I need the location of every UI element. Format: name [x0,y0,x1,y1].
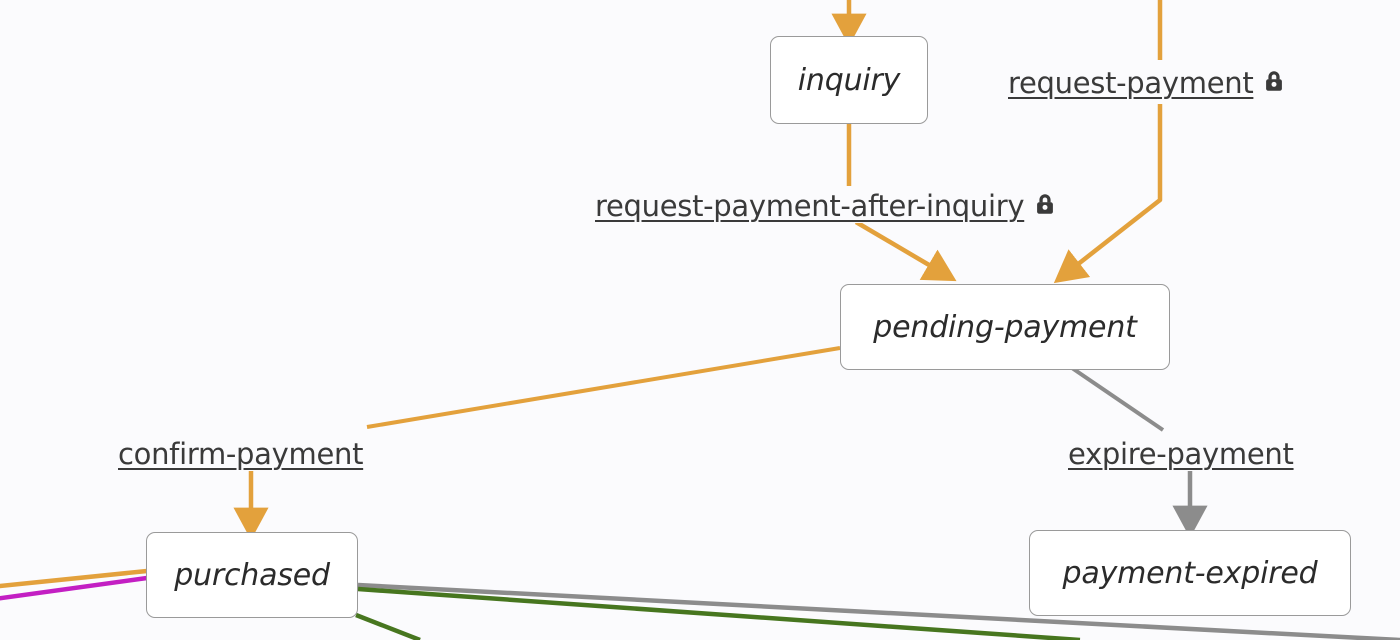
lock-icon [1262,69,1291,98]
node-pending-payment[interactable]: pending-payment [840,284,1170,370]
edge-label-text: confirm-payment [118,437,364,471]
lock-icon [1033,192,1062,221]
edge-pending-payment-to-payment-expired[interactable] [1070,366,1208,538]
edge-label-text: expire-payment [1068,437,1294,471]
node-inquiry[interactable]: inquiry [770,36,928,124]
edge-label-text: request-payment-after-inquiry [595,189,1025,223]
node-purchased[interactable]: purchased [146,532,358,618]
edge-purchased-to-offscreen-gray[interactable] [357,582,1400,640]
edge-purchased-to-offscreen-green-1[interactable] [357,586,1081,640]
edge-purchased-to-offscreen-green-2[interactable] [355,612,421,640]
edge-offscreen-to-purchased-orange[interactable] [0,568,148,589]
node-label: purchased [174,557,330,593]
edge-label-request-payment-after-inquiry[interactable]: request-payment-after-inquiry [593,189,1065,223]
edge-label-request-payment[interactable]: request-payment [1006,66,1294,100]
node-payment-expired[interactable]: payment-expired [1029,530,1351,616]
edge-request-payment-to-pending-payment[interactable] [1053,0,1163,284]
node-label: inquiry [797,62,901,98]
edge-label-text: request-payment [1008,66,1254,100]
node-label: pending-payment [873,309,1137,345]
edge-label-expire-payment[interactable]: expire-payment [1066,437,1296,471]
edge-pending-payment-to-purchased[interactable] [233,346,841,540]
node-label: payment-expired [1062,555,1318,591]
edge-inquiry-to-pending-payment[interactable] [846,124,957,282]
edge-label-confirm-payment[interactable]: confirm-payment [116,437,366,471]
edge-offscreen-to-purchased-magenta[interactable] [0,575,148,601]
